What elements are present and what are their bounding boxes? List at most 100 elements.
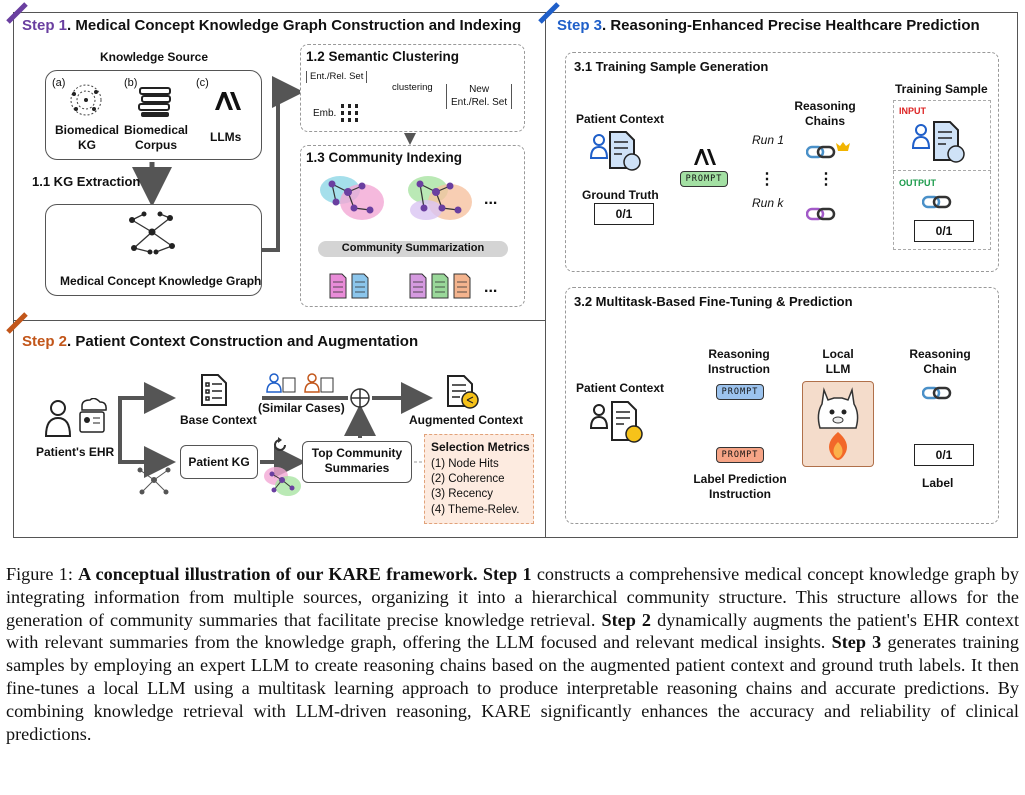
step2-title-text: . Patient Context Construction and Augme… <box>67 333 419 350</box>
source-c-tag: (c) <box>196 77 209 89</box>
top-community-box <box>302 441 412 483</box>
chain-link-icon <box>806 142 850 159</box>
source-a-tag: (a) <box>52 77 66 89</box>
community-summarization-bar <box>318 241 508 257</box>
embedding-matrix-icon <box>341 104 358 122</box>
prompt-tag: PROMPT <box>680 171 728 187</box>
step1-ribbon <box>6 2 28 24</box>
reasoning-prompt-label: PROMPT <box>721 387 759 397</box>
label-value-box: 0/1 <box>914 444 974 466</box>
reasoning-chains-label: Reasoning Chains <box>794 99 856 128</box>
document-icon <box>201 374 227 406</box>
chain-link-icon-2 <box>806 207 836 221</box>
label-value: 0/1 <box>935 448 953 462</box>
selection-metric-2: (2) Coherence <box>431 473 505 485</box>
step2-title: Step 2. Patient Context Construction and… <box>22 333 418 350</box>
label-prompt-tag: PROMPT <box>716 447 764 463</box>
anthropic-logo-icon <box>215 92 241 110</box>
training-sample-label: Training Sample <box>895 82 988 96</box>
finetuning-box <box>565 287 999 524</box>
caption-bold-1: A conceptual illustration of our KARE fr… <box>78 564 532 584</box>
knowledge-source-label: Knowledge Source <box>100 50 209 64</box>
kg-label: Medical Concept Knowledge Graph <box>60 274 262 288</box>
step2-number: Step 2 <box>22 333 68 350</box>
training-value-box: 0/1 <box>914 220 974 242</box>
ground-truth-value: 0/1 <box>615 207 633 221</box>
summary-document-icons <box>329 273 471 299</box>
community-graph-icon-2 <box>408 176 472 220</box>
new-set-label: New Ent./Rel. Set <box>446 84 513 109</box>
similar-cases-label: (Similar Cases) <box>258 401 345 415</box>
source-c-label: LLMs <box>210 130 242 144</box>
clustering-label: clustering <box>392 82 433 93</box>
augmented-context-label: Augmented Context <box>409 413 523 427</box>
output-label: OUTPUT <box>899 178 936 188</box>
community-summarization-label: Community Summarization <box>341 242 485 254</box>
selection-metric-1: (1) Node Hits <box>431 458 499 470</box>
training-sample-divider <box>893 170 991 171</box>
step3-number: Step 3 <box>557 17 603 34</box>
community-kg-icon <box>264 467 301 496</box>
patient-ehr-icon <box>44 398 107 437</box>
patient-context-icon <box>590 131 641 171</box>
chains-vdots: ⋮ <box>818 171 834 188</box>
ent-rel-set-label: Ent./Rel. Set <box>306 71 368 83</box>
output-chain-icon <box>922 195 952 209</box>
source-b-label: Biomedical Corpus <box>123 123 189 152</box>
training-value: 0/1 <box>935 224 953 238</box>
finetuning-title: 3.2 Multitask-Based Fine-Tuning & Predic… <box>574 294 853 309</box>
run1-label: Run 1 <box>752 133 785 147</box>
runk-label: Run k <box>752 196 784 210</box>
step3-title: Step 3. Reasoning-Enhanced Precise Healt… <box>557 17 980 34</box>
step1-title: Step 1. Medical Concept Knowledge Graph … <box>22 17 521 34</box>
semantic-clustering-title: 1.2 Semantic Clustering <box>306 49 460 64</box>
expert-llm-logo-icon <box>694 149 716 165</box>
caption-bold-2: Step 2 <box>601 609 652 630</box>
kg-extraction-label: 1.1 KG Extraction <box>32 174 141 189</box>
top-community-label: Top Community Summaries <box>311 446 403 475</box>
selection-metric-3: (3) Recency <box>431 488 493 500</box>
ground-truth-label: Ground Truth <box>582 188 659 202</box>
step3-title-text: . Reasoning-Enhanced Precise Healthcare … <box>602 17 980 34</box>
caption-bold-3: Step 3 <box>831 632 882 653</box>
community-graph-icon <box>320 176 384 220</box>
summary-ellipsis: ... <box>484 279 498 296</box>
label-output-label: Label <box>922 476 954 490</box>
input-label: INPUT <box>899 106 926 116</box>
ground-truth-value-box: 0/1 <box>594 203 654 225</box>
patient-context-label: Patient Context <box>576 112 665 126</box>
kg-box <box>45 204 262 296</box>
patient-ehr-label: Patient's EHR <box>36 445 115 459</box>
label-prediction-instruction-label: Label Prediction Instruction <box>693 472 787 501</box>
refresh-icon <box>274 437 286 451</box>
caption-text-2: dynamically augments the patient's EHR c… <box>6 609 1020 653</box>
reasoning-chain-icon <box>922 386 952 400</box>
label-prompt-label: PROMPT <box>721 450 759 460</box>
selection-metrics-title: Selection Metrics <box>431 440 530 454</box>
figure-caption: Figure 1: A conceptual illustration of o… <box>6 563 1019 745</box>
source-b-tag: (b) <box>124 77 138 89</box>
run-vdots: ⋮ <box>759 171 775 188</box>
local-llm-label: Local LLM <box>822 347 854 376</box>
caption-text-3: generates training samples by employing … <box>6 632 1019 744</box>
selection-metric-4: (4) Theme-Relev. <box>431 504 520 516</box>
semantic-clustering-box <box>300 44 525 132</box>
community-indexing-title: 1.3 Community Indexing <box>306 150 463 165</box>
patient-kg-box <box>180 445 258 479</box>
step1-title-text: . Medical Concept Knowledge Graph Constr… <box>67 17 522 34</box>
step3-panel <box>545 12 1018 538</box>
patient-context-2-label: Patient Context <box>576 381 665 395</box>
caption-text-1: constructs a comprehensive medical conce… <box>6 564 1019 630</box>
patient-kg-label: Patient KG <box>188 455 250 469</box>
llama-flame-icon <box>817 387 859 460</box>
patient-context-2-icon <box>590 401 643 443</box>
books-icon <box>138 87 171 117</box>
caption-fig: Figure 1: <box>6 564 73 584</box>
knowledge-graph-icon <box>129 211 175 255</box>
patient-mini-graph-icon <box>137 467 171 495</box>
reasoning-chain-label: Reasoning Chain <box>909 347 971 376</box>
step1-number: Step 1 <box>22 17 68 34</box>
step3-ribbon <box>538 2 560 24</box>
step2-ribbon <box>6 312 28 334</box>
training-input-icon <box>912 121 965 163</box>
